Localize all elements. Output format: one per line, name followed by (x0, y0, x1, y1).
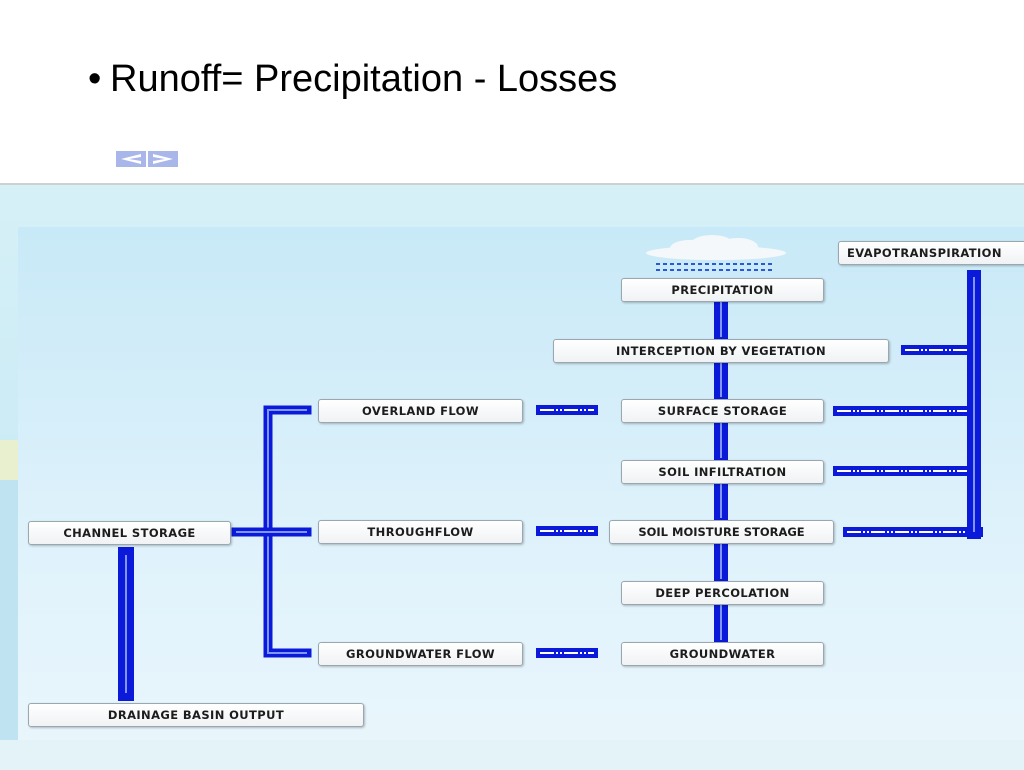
prev-button[interactable]: < (116, 151, 146, 167)
runoff-diagram: PRECIPITATION INTERCEPTION BY VEGETATION… (0, 183, 1024, 770)
bullet-symbol: • (88, 58, 102, 100)
bullet-text: Runoff= Precipitation - Losses (110, 58, 618, 100)
chevron-right-icon: > (151, 153, 173, 164)
cloud-icon (646, 235, 786, 260)
bullet-point: •Runoff= Precipitation - Losses (88, 58, 617, 101)
rain-icon (656, 263, 772, 271)
soil-moisture-box: SOIL MOISTURE STORAGE (609, 520, 834, 544)
background-water (0, 480, 18, 740)
overland-flow-box: OVERLAND FLOW (318, 399, 523, 423)
next-label: > (151, 153, 152, 154)
prev-label: < (119, 153, 120, 154)
evapotranspiration-box: EVAPOTRANSPIRATION (838, 241, 1024, 265)
deep-percolation-box: DEEP PERCOLATION (621, 581, 824, 605)
next-button[interactable]: > (148, 151, 178, 167)
diagram-nav: < > (116, 151, 178, 167)
throughflow-box: THROUGHFLOW (318, 520, 523, 544)
groundwater-box: GROUNDWATER (621, 642, 824, 666)
soil-infiltration-box: SOIL INFILTRATION (621, 460, 824, 484)
pipe-network (118, 270, 983, 701)
drainage-output-box: DRAINAGE BASIN OUTPUT (28, 703, 364, 727)
flow-pipes (118, 235, 983, 701)
channel-storage-box: CHANNEL STORAGE (28, 521, 231, 545)
chevron-left-icon: < (119, 153, 141, 164)
background-ground (0, 740, 1024, 770)
precipitation-box: PRECIPITATION (621, 278, 824, 302)
interception-box: INTERCEPTION BY VEGETATION (553, 339, 889, 363)
groundwater-flow-box: GROUNDWATER FLOW (318, 642, 523, 666)
surface-storage-box: SURFACE STORAGE (621, 399, 824, 423)
